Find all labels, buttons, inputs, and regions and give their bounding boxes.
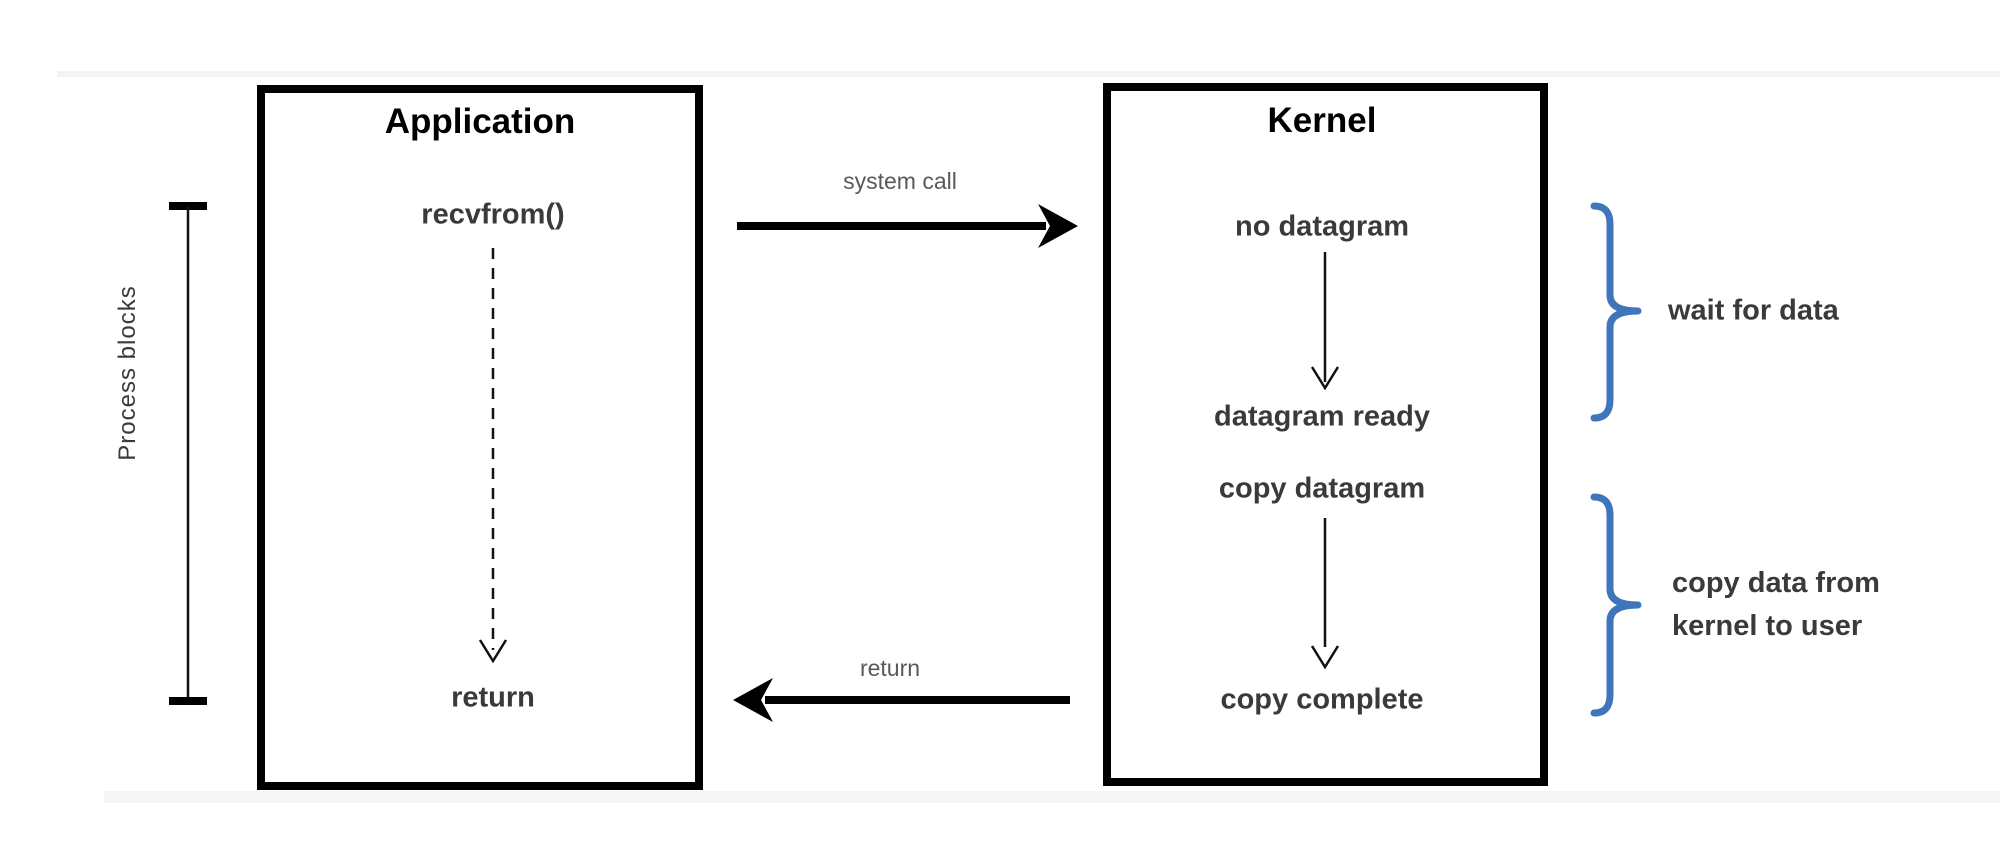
datagram-ready-step: datagram ready — [1214, 400, 1430, 433]
kernel-box — [1103, 83, 1548, 786]
copy-datagram-step: copy datagram — [1218, 472, 1426, 505]
no-datagram-step: no datagram — [1234, 210, 1410, 243]
copy-data-label: copy data from kernel to user — [1672, 562, 1880, 648]
kernel-title: Kernel — [1267, 100, 1377, 140]
recvfrom-step: recvfrom() — [421, 198, 565, 231]
top-divider — [57, 71, 2000, 77]
application-return-step: return — [451, 681, 535, 714]
copy-brace-icon — [1590, 493, 1642, 717]
wait-brace-icon — [1590, 202, 1642, 422]
application-box — [257, 85, 703, 790]
system-call-arrow — [737, 204, 1078, 248]
copy-complete-step: copy complete — [1220, 683, 1424, 716]
copy-data-label-line2: kernel to user — [1672, 610, 1863, 642]
return-label: return — [859, 654, 921, 681]
process-blocks-label: Process blocks — [114, 285, 142, 461]
process-blocks-span-line — [169, 202, 207, 705]
system-call-label: system call — [843, 167, 957, 194]
wait-for-data-label: wait for data — [1668, 294, 1839, 327]
copy-data-label-line1: copy data from — [1672, 567, 1880, 599]
return-arrow — [733, 678, 1070, 722]
bottom-divider — [104, 791, 2000, 803]
application-title: Application — [384, 101, 576, 141]
